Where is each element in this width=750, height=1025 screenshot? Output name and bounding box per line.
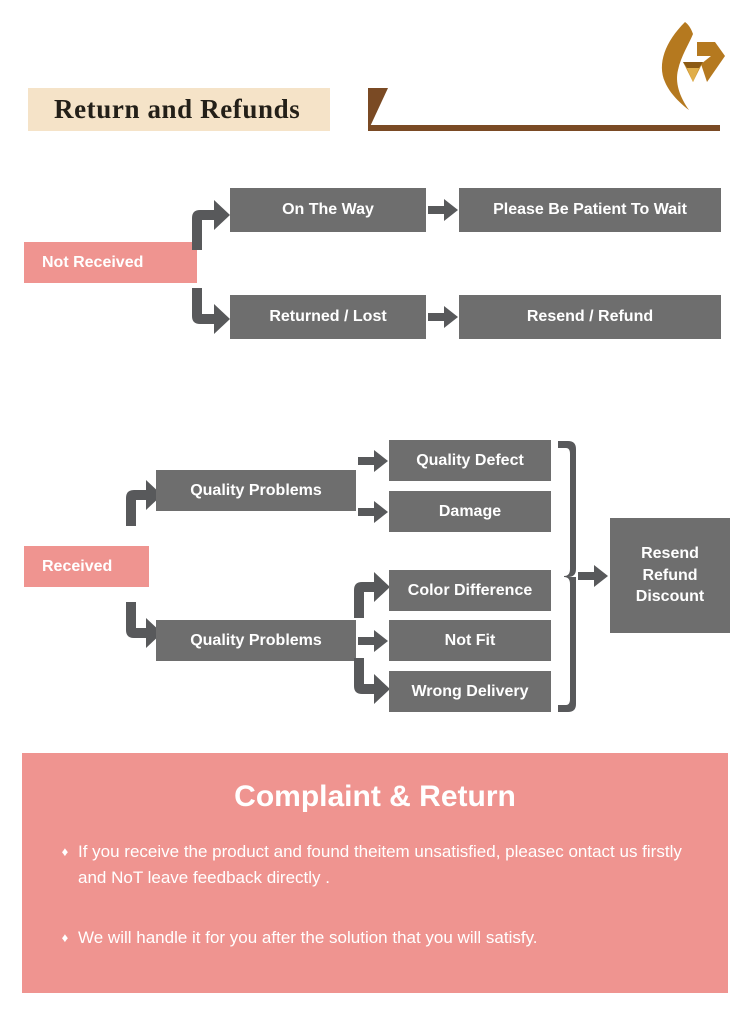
complaint-bullet-text: If you receive the product and found the… bbox=[78, 842, 682, 887]
node-on-the-way[interactable]: On The Way bbox=[230, 188, 426, 232]
list-item: ♦ If you receive the product and found t… bbox=[52, 839, 712, 891]
node-color-difference[interactable]: Color Difference bbox=[389, 570, 551, 611]
outcome-line-1: Resend bbox=[641, 545, 699, 563]
arrow-on-the-way-to-wait bbox=[428, 199, 458, 221]
page-header: Return and Refunds bbox=[0, 0, 750, 140]
arrow-to-quality-defect bbox=[358, 450, 388, 472]
node-quality-defect[interactable]: Quality Defect bbox=[389, 440, 551, 481]
diamond-bullet-icon: ♦ bbox=[61, 930, 69, 945]
page-title: Return and Refunds bbox=[54, 94, 301, 124]
arrow-to-damage bbox=[358, 501, 388, 523]
outcome-line-3: Discount bbox=[635, 588, 705, 606]
complaint-panel: Complaint & Return ♦ If you receive the … bbox=[22, 753, 728, 993]
outcome-line-2: Refund bbox=[642, 566, 698, 584]
node-damage[interactable]: Damage bbox=[389, 491, 551, 532]
elbow-arrow-up-right-not-received bbox=[186, 196, 232, 250]
elbow-arrow-down-right-wrong-delivery bbox=[348, 658, 392, 708]
arrow-bracket-to-outcome bbox=[578, 565, 608, 587]
diamond-flame-logo-icon bbox=[645, 20, 731, 112]
node-resend-refund-discount[interactable]: Resend Refund Discount bbox=[610, 518, 730, 633]
node-returned-lost[interactable]: Returned / Lost bbox=[230, 295, 426, 339]
reasons-bracket bbox=[554, 441, 580, 712]
node-please-be-patient-to-wait[interactable]: Please Be Patient To Wait bbox=[459, 188, 721, 232]
title-banner: Return and Refunds bbox=[28, 88, 331, 131]
node-not-fit[interactable]: Not Fit bbox=[389, 620, 551, 661]
node-quality-problems-upper[interactable]: Quality Problems bbox=[156, 470, 356, 511]
elbow-arrow-up-right-color-difference bbox=[348, 570, 392, 618]
elbow-arrow-up-right-received bbox=[120, 478, 164, 526]
node-wrong-delivery[interactable]: Wrong Delivery bbox=[389, 671, 551, 712]
list-item: ♦ We will handle it for you after the so… bbox=[52, 925, 712, 951]
arrow-to-not-fit bbox=[358, 630, 388, 652]
header-rule bbox=[368, 125, 720, 131]
banner-tail bbox=[368, 88, 388, 131]
node-quality-problems-lower[interactable]: Quality Problems bbox=[156, 620, 356, 661]
node-not-received[interactable]: Not Received bbox=[24, 242, 197, 283]
node-received[interactable]: Received bbox=[24, 546, 149, 587]
complaint-bullet-text: We will handle it for you after the solu… bbox=[78, 928, 538, 947]
arrow-returned-lost-to-resend-refund bbox=[428, 306, 458, 328]
complaint-title: Complaint & Return bbox=[234, 780, 516, 813]
node-resend-refund[interactable]: Resend / Refund bbox=[459, 295, 721, 339]
diamond-bullet-icon: ♦ bbox=[61, 844, 69, 859]
elbow-arrow-down-right-not-received bbox=[186, 288, 232, 338]
elbow-arrow-down-right-received bbox=[120, 602, 164, 652]
